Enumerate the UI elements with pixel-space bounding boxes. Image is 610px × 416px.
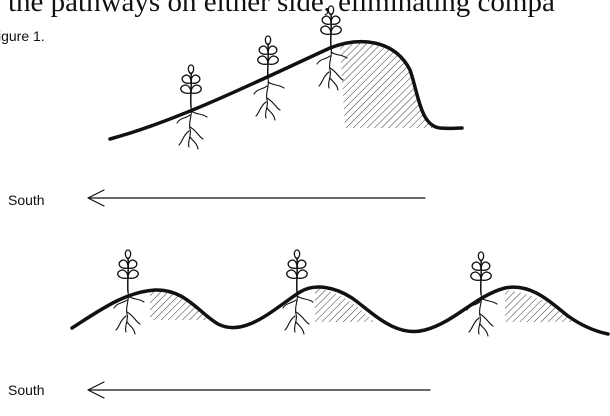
top-bed-hatching: [340, 43, 436, 128]
bottom-bed-diagram: [72, 250, 608, 398]
top-bed-diagram: [88, 6, 462, 206]
